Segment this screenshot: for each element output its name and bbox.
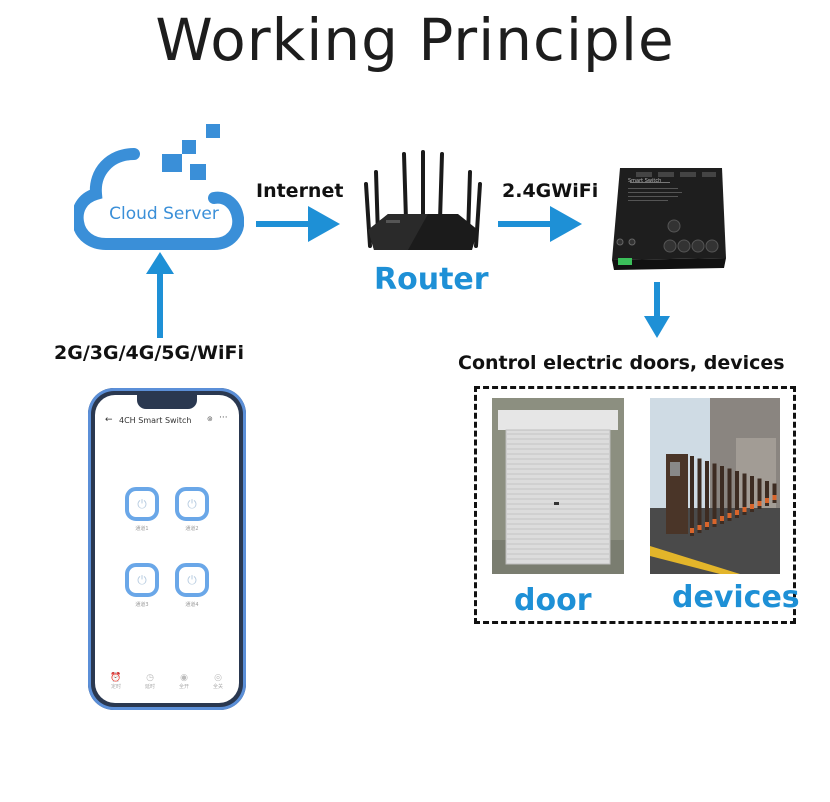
all-off-icon: ◎ [214,673,222,683]
more-icon[interactable]: ··· [219,413,228,423]
smart-switch-box-icon [612,168,726,270]
tab-all-on[interactable]: ◉ 全开 [169,673,199,690]
phone-screen: ← 4CH Smart Switch ⊚ ··· ⏻ 通道1 ⏻ 通道2 ⏻ 通… [95,395,239,703]
devices-photo [650,398,780,574]
phone-link-label: 2G/3G/4G/5G/WiFi [54,342,244,364]
channel-label: 通道1 [135,526,149,532]
gate-segment [735,471,739,518]
power-icon: ⏻ [125,487,159,521]
controlled-devices-box [474,386,796,624]
tab-label: 延时 [144,684,155,690]
gate-segment [727,468,732,521]
gate-segment-accent [705,522,709,527]
arrow-right-icon [256,206,340,242]
gate-segment [742,473,747,515]
wifi-label: 2.4GWiFi [502,180,599,202]
switch-panel-text: Smart Switch [628,178,662,184]
router-icon [364,150,482,250]
tab-delay[interactable]: ◷ 延时 [135,673,165,690]
gate-segment [712,463,717,527]
cloud-server: Cloud Server [74,118,244,258]
power-icon: ⏻ [175,563,209,597]
gate-segment-accent [690,528,694,533]
stopwatch-icon: ◷ [146,673,154,683]
gate-segment-accent [727,513,732,518]
router [352,150,492,260]
gate-segment-accent [742,507,747,512]
page-title: Working Principle [155,6,675,74]
internet-label: Internet [256,180,344,202]
door-photo [492,398,624,574]
channel-label: 通道3 [135,602,149,608]
smartphone: ← 4CH Smart Switch ⊚ ··· ⏻ 通道1 ⏻ 通道2 ⏻ 通… [88,388,246,710]
all-on-icon: ◉ [180,673,188,683]
devices-label: devices [672,580,800,615]
gate-segment [772,483,777,503]
gate-segment-accent [697,525,702,530]
gate-segment-accent [750,504,754,509]
gate-segment-accent [720,516,724,521]
cloud-server-label: Cloud Server [109,204,219,224]
smart-switch-device: Smart Switch [606,164,728,276]
gate-segment-accent [772,495,777,500]
tab-timer[interactable]: ⏰ 定时 [101,673,131,690]
retractable-gate-photo [650,398,780,574]
tab-label: 全关 [212,684,223,690]
gate-segment [705,461,709,530]
gate-segment [697,458,702,533]
control-heading: Control electric doors, devices [458,352,785,374]
gate-segment [765,481,769,506]
channel-button-1[interactable]: ⏻ 通道1 [125,487,159,532]
channel-label: 通道4 [185,602,199,608]
tab-all-off[interactable]: ◎ 全关 [203,673,233,690]
back-arrow-icon[interactable]: ← [105,415,113,425]
channel-label: 通道2 [185,526,199,532]
power-icon: ⏻ [125,563,159,597]
gate-segment-accent [757,501,762,506]
gate-segment-accent [712,519,717,524]
channel-button-3[interactable]: ⏻ 通道3 [125,563,159,608]
alarm-clock-icon: ⏰ [110,673,122,683]
power-icon: ⏻ [175,487,209,521]
gate-segment-accent [765,498,769,503]
tab-label: 定时 [110,684,121,690]
tab-label: 全开 [178,684,189,690]
router-label: Router [374,262,489,297]
door-label: door [514,583,592,618]
gate-segment-accent [735,510,739,515]
gate-segment [757,478,762,509]
channel-button-4[interactable]: ⏻ 通道4 [175,563,209,608]
arrow-up-icon [146,252,174,338]
app-title: 4CH Smart Switch [119,416,192,425]
bottom-tab-bar: ⏰ 定时 ◷ 延时 ◉ 全开 ◎ 全关 [99,673,235,690]
gate-segment [690,456,694,536]
channel-button-2[interactable]: ⏻ 通道2 [175,487,209,532]
rolling-door-photo [492,398,624,574]
arrow-right-icon [498,206,582,242]
gate-segment [750,476,754,512]
gate-segment [720,466,724,524]
settings-icon[interactable]: ⊚ [207,415,213,423]
arrow-down-icon [644,282,670,338]
cloud-icon [74,124,244,250]
phone-notch [137,395,197,409]
